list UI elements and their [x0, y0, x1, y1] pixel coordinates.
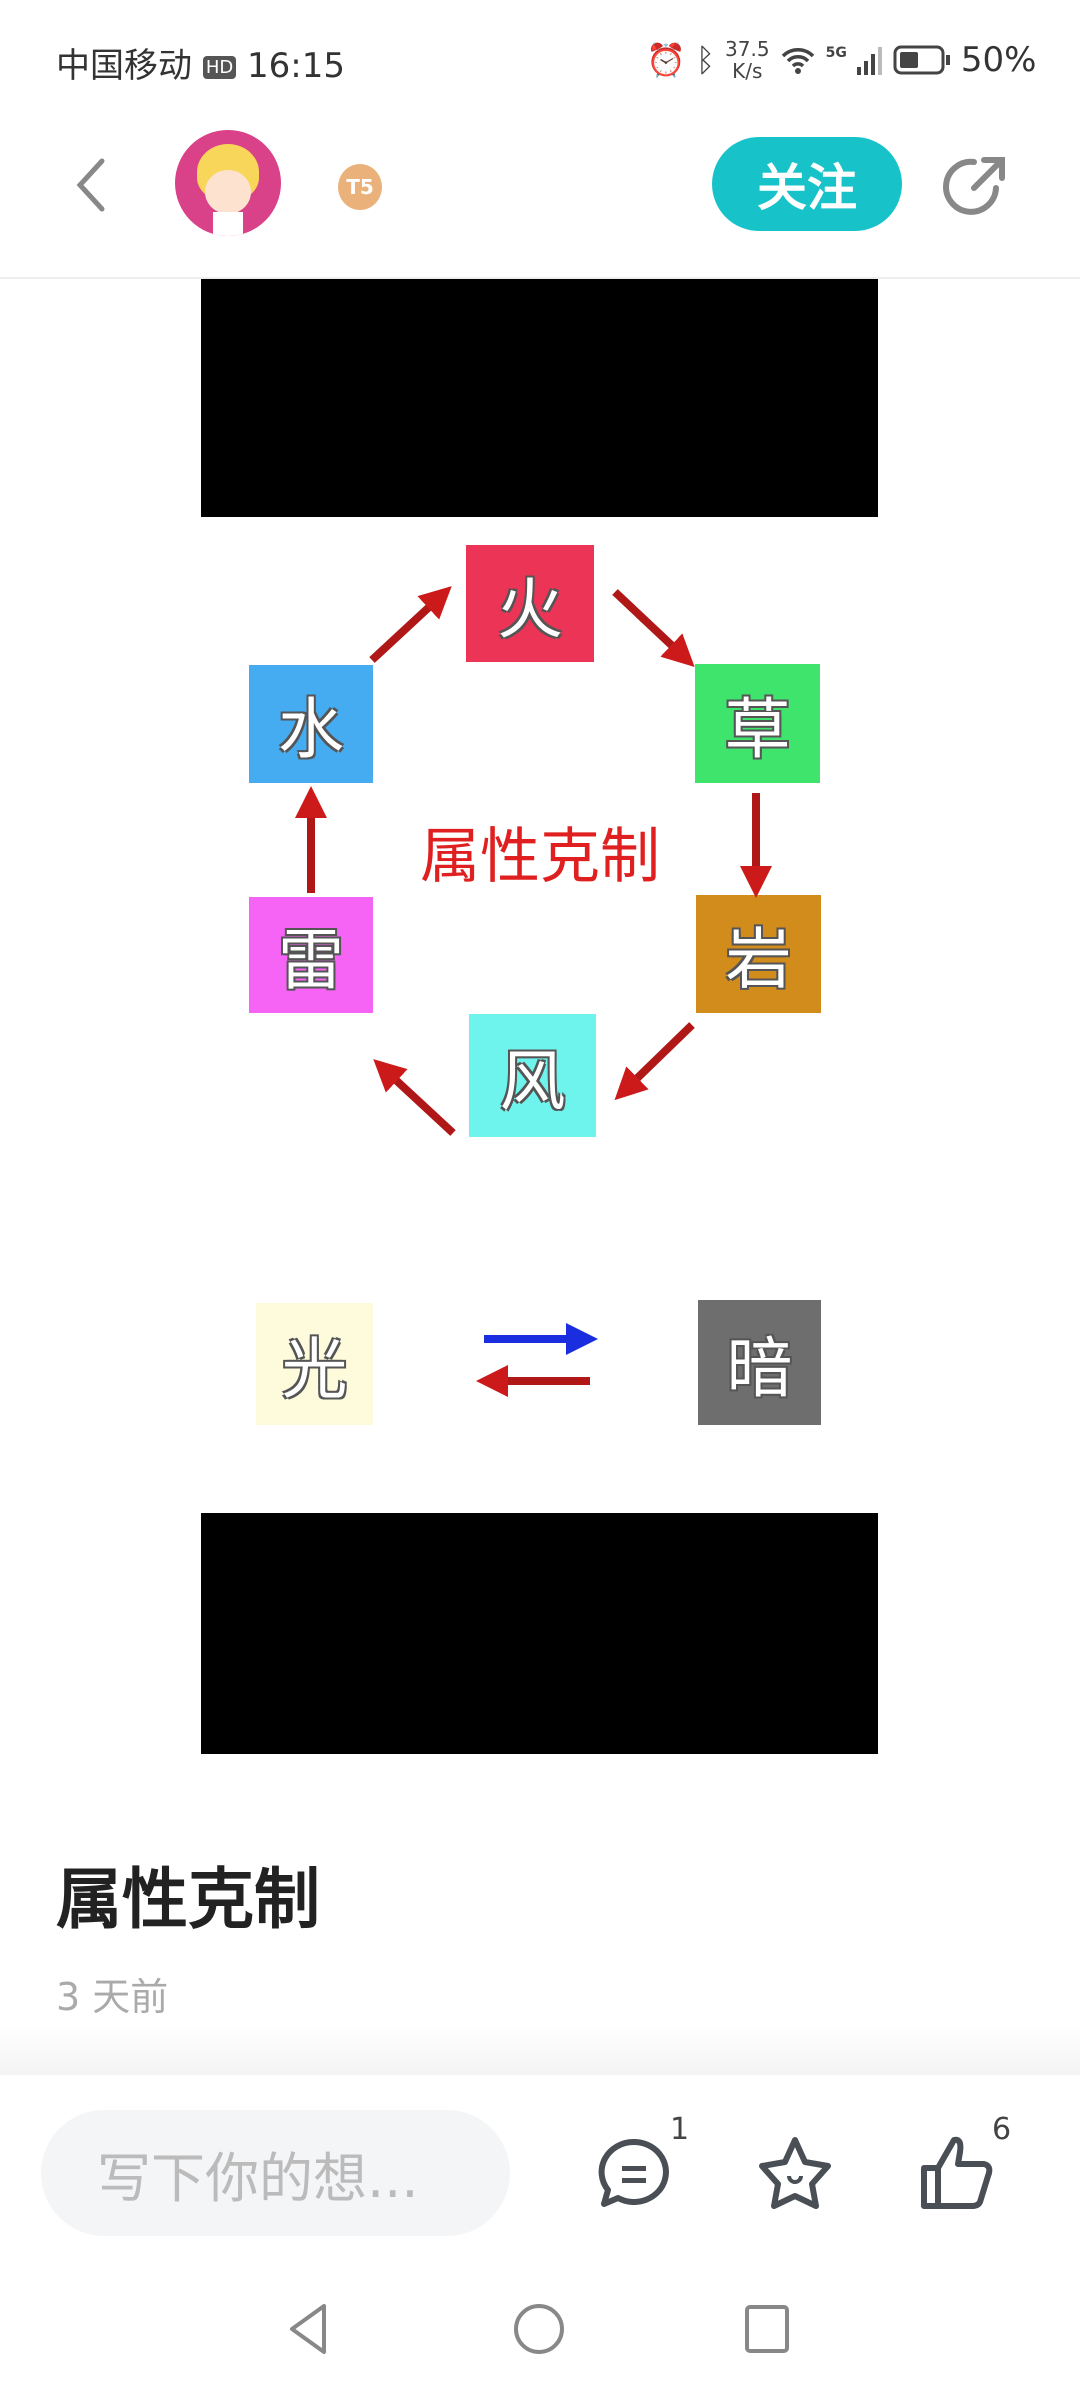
- arrow-rock-wind: [614, 1022, 695, 1101]
- nav-home-icon[interactable]: [512, 2302, 566, 2356]
- signal-icon: [856, 47, 882, 75]
- arrow-water-fire: [369, 586, 452, 663]
- wifi-icon: [781, 48, 814, 74]
- image-black-bar-top: [201, 279, 878, 517]
- tile-grass: 草: [695, 664, 820, 783]
- like-count: 6: [992, 2112, 1012, 2147]
- star-icon[interactable]: [756, 2134, 834, 2212]
- level-badge: T5: [338, 164, 382, 210]
- diagram-arrows: [295, 586, 772, 1397]
- tile-thunder: 雷: [249, 897, 373, 1013]
- bluetooth-icon: ᛒ: [695, 41, 716, 79]
- like-icon[interactable]: [918, 2132, 996, 2212]
- tile-light: 光: [256, 1303, 373, 1425]
- tile-fire: 火: [466, 545, 594, 662]
- avatar[interactable]: [175, 130, 281, 236]
- tile-rock: 岩: [696, 895, 821, 1013]
- follow-button[interactable]: 关注: [712, 137, 902, 231]
- post-time: 3 天前: [56, 1975, 169, 2019]
- comment-icon[interactable]: [596, 2136, 672, 2212]
- post-title: 属性克制: [56, 1861, 320, 1938]
- nav-back-icon[interactable]: [284, 2302, 334, 2356]
- tile-water: 水: [249, 665, 373, 783]
- back-icon[interactable]: [70, 155, 110, 215]
- arrow-fire-grass: [612, 589, 695, 667]
- battery-icon: [893, 45, 950, 75]
- nav-recents-icon[interactable]: [744, 2304, 790, 2354]
- tile-wind: 风: [469, 1014, 596, 1137]
- header-divider: [0, 277, 1080, 279]
- battery-percent: 50%: [960, 40, 1037, 80]
- share-icon[interactable]: [940, 150, 1012, 222]
- hd-icon: HD: [202, 56, 237, 79]
- status-carrier: 中国移动 HD 16:15: [56, 46, 346, 86]
- comment-count: 1: [670, 2112, 690, 2147]
- comment-input[interactable]: 写下你的想...: [41, 2110, 510, 2236]
- divider: [0, 2023, 1080, 2075]
- image-black-bar-bottom: [201, 1513, 878, 1754]
- signal-label: 5G: [825, 45, 847, 61]
- diagram-center-text: 属性克制: [420, 822, 660, 892]
- alarm-icon: ⏰: [646, 41, 686, 79]
- tile-dark: 暗: [698, 1300, 821, 1425]
- arrow-wind-thunder: [373, 1059, 456, 1136]
